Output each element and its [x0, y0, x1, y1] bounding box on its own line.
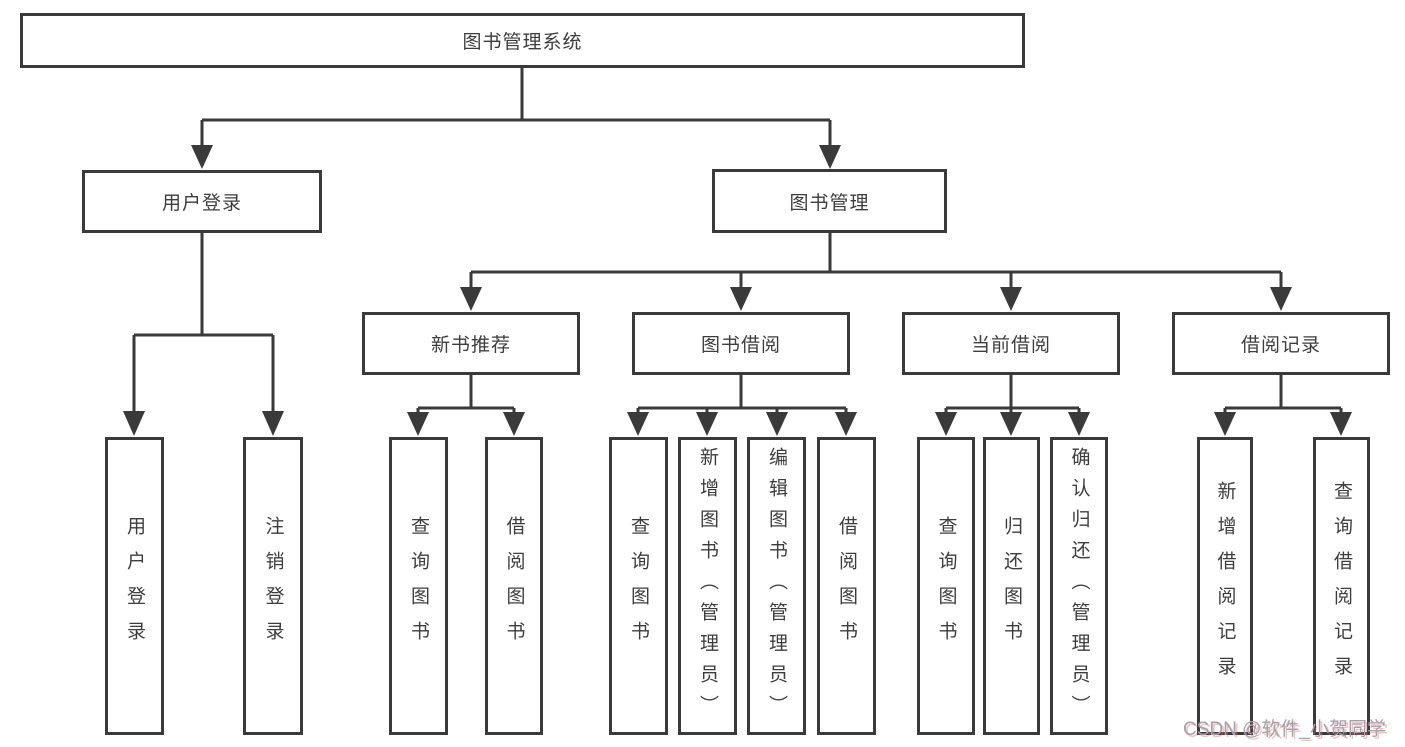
node-label: 新书推荐 — [430, 335, 511, 356]
node-label: 用户登录 — [161, 193, 242, 214]
leaf-query-books-current: 查询图书 — [917, 437, 975, 735]
node-current-borrowing: 当前借阅 — [902, 312, 1120, 375]
leaf-add-books-admin: 新增图书（管理员） — [678, 437, 737, 735]
node-library-management-system: 图书管理系统 — [20, 13, 1025, 68]
node-label: 查询借阅记录 — [1331, 481, 1352, 691]
leaf-confirm-return-admin: 确认归还（管理员） — [1050, 437, 1108, 735]
node-label: 用户登录 — [124, 516, 145, 656]
node-label: 当前借阅 — [970, 335, 1051, 356]
node-label: 图书借阅 — [700, 335, 781, 356]
node-book-borrowing: 图书借阅 — [632, 312, 850, 375]
leaf-user-login: 用户登录 — [105, 437, 164, 735]
leaf-query-books-recommend: 查询图书 — [389, 437, 448, 735]
node-label: 新增借阅记录 — [1214, 481, 1236, 691]
node-label: 查询图书 — [628, 516, 649, 656]
node-label: 借阅图书 — [503, 516, 525, 656]
leaf-query-borrow-record: 查询借阅记录 — [1313, 437, 1370, 735]
leaf-borrow-books-borrowing: 借阅图书 — [817, 437, 876, 735]
node-label: 新增图书（管理员） — [697, 446, 718, 726]
node-label: 图书管理 — [789, 192, 870, 214]
node-label: 图书管理系统 — [462, 32, 583, 53]
leaf-add-borrow-record: 新增借阅记录 — [1197, 437, 1253, 735]
node-label: 查询图书 — [935, 516, 957, 656]
node-label: 确认归还（管理员） — [1068, 446, 1090, 726]
leaf-edit-books-admin: 编辑图书（管理员） — [747, 437, 806, 735]
node-book-management: 图书管理 — [712, 169, 947, 233]
leaf-return-books: 归还图书 — [983, 437, 1040, 735]
leaf-query-books-borrowing: 查询图书 — [609, 437, 668, 735]
node-label: 编辑图书（管理员） — [766, 446, 787, 726]
node-label: 查询图书 — [408, 516, 429, 656]
node-user-login-branch: 用户登录 — [82, 170, 322, 233]
node-borrowing-records: 借阅记录 — [1172, 312, 1390, 375]
watermark: CSDN @软件_小贺同学 — [1183, 719, 1386, 740]
leaf-borrow-books-recommend: 借阅图书 — [485, 437, 543, 735]
node-new-book-recommendation: 新书推荐 — [362, 312, 580, 375]
node-label: 注销登录 — [262, 516, 284, 656]
leaf-logout: 注销登录 — [243, 437, 303, 735]
node-label: 借阅记录 — [1240, 335, 1321, 356]
node-label: 借阅图书 — [836, 516, 857, 656]
node-label: 归还图书 — [1001, 516, 1022, 656]
